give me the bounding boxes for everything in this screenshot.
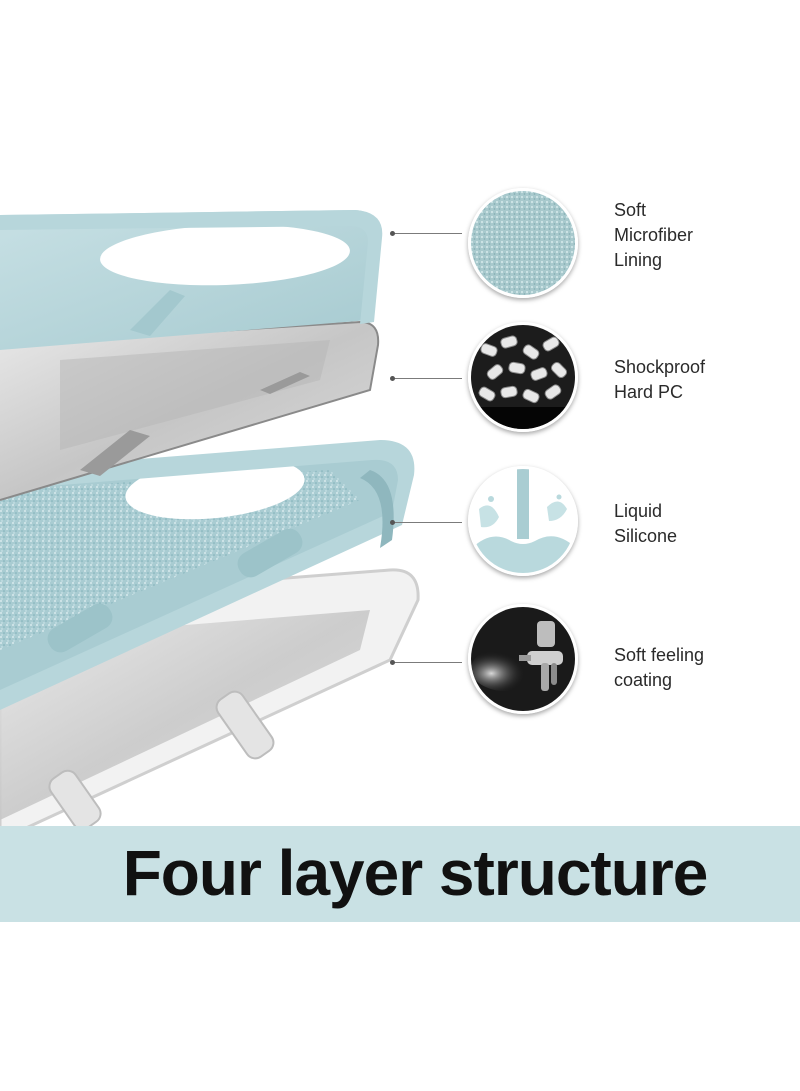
- title-banner: [0, 826, 800, 922]
- feature-label-line: Hard PC: [614, 382, 684, 402]
- spray-gun-icon: [468, 604, 578, 714]
- pc-pellets-icon: [468, 322, 578, 432]
- case-layers-illustration: [0, 210, 420, 842]
- feature-label-coating: Soft feeling coating: [614, 643, 794, 693]
- leader-line-4: [390, 660, 462, 665]
- feature-label-line: Liquid: [614, 501, 663, 521]
- feature-label-line: coating: [614, 670, 673, 690]
- soft-silicone-layer: [0, 210, 383, 350]
- leader-line-1: [390, 231, 462, 236]
- leader-line-2: [390, 376, 462, 381]
- feature-label-line: Microfiber: [614, 225, 694, 245]
- liquid-silicone-splash-icon: [468, 466, 578, 576]
- feature-label-line: Soft feeling: [614, 645, 705, 665]
- leader-line-3: [390, 520, 462, 525]
- microfiber-texture-icon: [468, 188, 578, 298]
- feature-label-line: Soft: [614, 200, 647, 220]
- feature-label-line: Shockproof: [614, 357, 706, 377]
- feature-label-line: Lining: [614, 250, 663, 270]
- feature-label-microfiber: Soft Microfiber Lining: [614, 198, 794, 273]
- feature-label-line: Silicone: [614, 526, 678, 546]
- feature-label-hard-pc: Shockproof Hard PC: [614, 355, 794, 405]
- feature-label-liquid-silicone: Liquid Silicone: [614, 499, 794, 549]
- banner-title: Four layer structure: [122, 837, 709, 909]
